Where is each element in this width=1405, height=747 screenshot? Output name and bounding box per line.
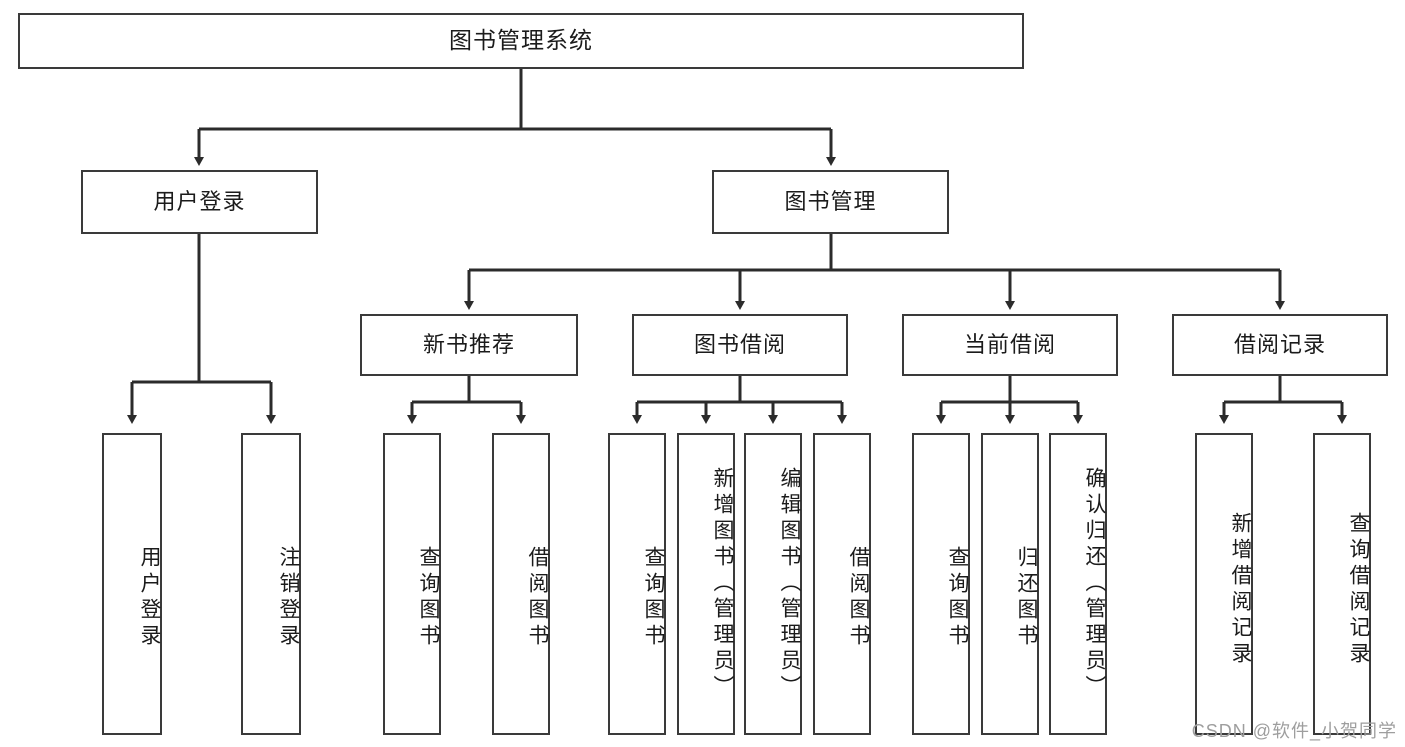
leaf-query-record-label: 查询借阅记录 xyxy=(1347,512,1370,668)
leaf-add-book[interactable]: 新增图书（管理员） xyxy=(677,433,735,735)
node-user-login[interactable]: 用户登录 xyxy=(81,170,318,234)
node-book-borrow[interactable]: 图书借阅 xyxy=(632,314,848,376)
node-book-manage-label: 图书管理 xyxy=(784,188,877,214)
leaf-add-record-label: 新增借阅记录 xyxy=(1229,512,1252,668)
leaf-add-book-label: 新增图书（管理员） xyxy=(711,467,734,701)
node-root[interactable]: 图书管理系统 xyxy=(18,13,1024,69)
leaf-logout-label: 注销登录 xyxy=(277,546,300,650)
node-book-manage[interactable]: 图书管理 xyxy=(712,170,949,234)
leaf-query-book-1[interactable]: 查询图书 xyxy=(383,433,441,735)
node-user-login-label: 用户登录 xyxy=(153,188,246,214)
node-borrow-record[interactable]: 借阅记录 xyxy=(1172,314,1388,376)
node-borrow-record-label: 借阅记录 xyxy=(1233,331,1326,357)
csdn-watermark: CSDN @软件_小贺同学 xyxy=(1191,721,1397,741)
node-new-book-rec[interactable]: 新书推荐 xyxy=(360,314,578,376)
leaf-add-record[interactable]: 新增借阅记录 xyxy=(1195,433,1253,735)
node-new-book-rec-label: 新书推荐 xyxy=(422,331,515,357)
leaf-confirm-return[interactable]: 确认归还（管理员） xyxy=(1049,433,1107,735)
node-root-label: 图书管理系统 xyxy=(449,27,593,54)
leaf-query-book-1-label: 查询图书 xyxy=(417,546,440,650)
leaf-edit-book[interactable]: 编辑图书（管理员） xyxy=(744,433,802,735)
leaf-borrow-book-2[interactable]: 借阅图书 xyxy=(813,433,871,735)
leaf-query-record[interactable]: 查询借阅记录 xyxy=(1313,433,1371,735)
leaf-borrow-book-1[interactable]: 借阅图书 xyxy=(492,433,550,735)
leaf-query-book-3-label: 查询图书 xyxy=(946,546,969,650)
node-current-borrow[interactable]: 当前借阅 xyxy=(902,314,1118,376)
leaf-borrow-book-1-label: 借阅图书 xyxy=(526,546,549,650)
node-current-borrow-label: 当前借阅 xyxy=(963,331,1056,357)
leaf-edit-book-label: 编辑图书（管理员） xyxy=(778,467,801,701)
leaf-borrow-book-2-label: 借阅图书 xyxy=(847,546,870,650)
node-book-borrow-label: 图书借阅 xyxy=(693,331,786,357)
leaf-user-login-label: 用户登录 xyxy=(138,546,161,650)
leaf-logout[interactable]: 注销登录 xyxy=(241,433,301,735)
leaf-return-book[interactable]: 归还图书 xyxy=(981,433,1039,735)
leaf-query-book-2[interactable]: 查询图书 xyxy=(608,433,666,735)
leaf-confirm-return-label: 确认归还（管理员） xyxy=(1083,467,1106,701)
leaf-query-book-2-label: 查询图书 xyxy=(642,546,665,650)
leaf-user-login[interactable]: 用户登录 xyxy=(102,433,162,735)
leaf-query-book-3[interactable]: 查询图书 xyxy=(912,433,970,735)
leaf-return-book-label: 归还图书 xyxy=(1015,546,1038,650)
